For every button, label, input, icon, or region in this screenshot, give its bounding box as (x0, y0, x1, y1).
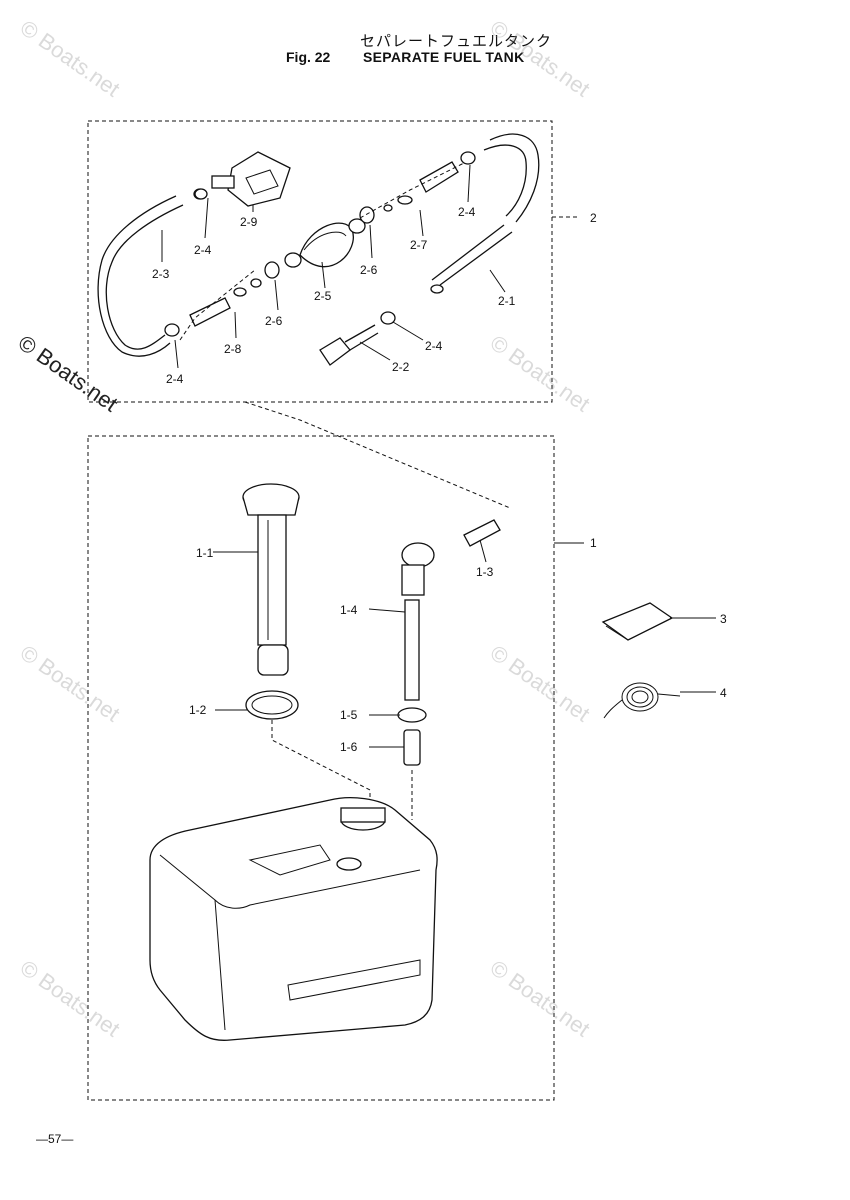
part-2-4-clamp-c (460, 151, 476, 165)
part-2-4-clamp-d (380, 311, 396, 325)
part-1-2-ring (245, 690, 299, 720)
part-2-8-valve (179, 269, 262, 341)
label-2-7: 2-7 (410, 238, 428, 252)
label-2-4-b: 2-4 (166, 372, 184, 386)
label-2-1: 2-1 (498, 294, 516, 308)
label-1-6: 1-6 (340, 740, 358, 754)
hose-2-3 (97, 195, 184, 357)
part-2-6-ring-left (264, 261, 280, 279)
label-2-6-b: 2-6 (360, 263, 378, 277)
label-2-4-d: 2-4 (425, 339, 443, 353)
label-2: 2 (590, 211, 597, 225)
figure-number: Fig. 22 (286, 49, 331, 65)
part-1-1-fuel-gauge (242, 483, 300, 676)
label-2-9: 2-9 (240, 215, 258, 229)
label-2-6-a: 2-6 (265, 314, 283, 328)
label-1-1: 1-1 (196, 546, 214, 560)
part-2-6-ring-right (359, 206, 375, 224)
label-2-8: 2-8 (224, 342, 242, 356)
part-4-cable (603, 682, 681, 719)
part-1-6-filter (403, 729, 421, 766)
part-1-4-pipe (401, 542, 435, 701)
part-3-cover (601, 602, 674, 641)
part-2-5-primer-bulb (284, 218, 366, 268)
part-2-2-connector (319, 324, 379, 366)
hose-assembly-group-box (87, 120, 553, 403)
fuel-tank-body (149, 797, 438, 1041)
label-1-2: 1-2 (189, 703, 207, 717)
label-4: 4 (720, 686, 727, 700)
label-2-5: 2-5 (314, 289, 332, 303)
page-number: —57— (36, 1132, 74, 1146)
label-2-4-a: 2-4 (194, 243, 212, 257)
part-2-4-clamp-b (164, 323, 180, 337)
figure-title: SEPARATE FUEL TANK (363, 49, 525, 65)
label-2-3: 2-3 (152, 267, 170, 281)
hose-2-1 (430, 133, 540, 294)
fuel-tank-group-box (87, 435, 555, 1101)
part-2-9-connector (193, 151, 291, 207)
label-1: 1 (590, 536, 597, 550)
leader-lines (161, 164, 716, 748)
label-2-4-c: 2-4 (458, 205, 476, 219)
label-1-5: 1-5 (340, 708, 358, 722)
hose-connector-link (244, 401, 511, 509)
part-1-3-fitting (463, 519, 501, 547)
part-2-4-clamp-a (194, 188, 208, 200)
part-1-5-ring (397, 707, 427, 723)
label-1-4: 1-4 (340, 603, 358, 617)
label-2-2: 2-2 (392, 360, 410, 374)
label-1-3: 1-3 (476, 565, 494, 579)
label-3: 3 (720, 612, 727, 626)
part-2-7-valve (359, 159, 471, 219)
title-japanese: セパレートフュエルタンク (360, 32, 553, 50)
